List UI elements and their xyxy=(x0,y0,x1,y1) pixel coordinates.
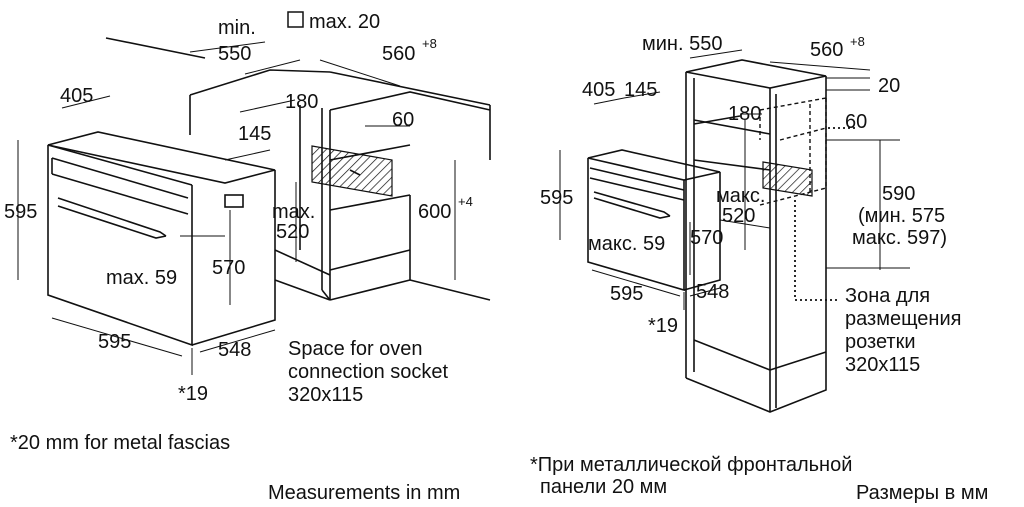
right-dim-maks-label: макс. xyxy=(716,185,765,207)
right-dim-180: 180 xyxy=(728,103,761,125)
right-socket-note-line1: Зона для xyxy=(845,285,931,307)
right-dim-min550: мин. 550 xyxy=(642,33,722,55)
left-socket-note-line2: connection socket xyxy=(288,361,449,383)
right-dim-20: 20 xyxy=(878,75,900,97)
right-socket-note: Зона для размещения розетки 320x115 xyxy=(845,285,961,377)
left-diagram: min. 550 max. 20 560 +8 405 180 145 60 5… xyxy=(4,11,491,405)
left-units-note: Measurements in mm xyxy=(268,482,461,504)
right-dim-520: 520 xyxy=(722,205,755,227)
left-dim-405: 405 xyxy=(60,85,93,107)
left-dim-60: 60 xyxy=(392,109,414,131)
right-dim-595-horizontal: 595 xyxy=(610,283,643,305)
left-dim-600: 600 xyxy=(418,201,451,223)
right-units-note: Размеры в мм xyxy=(856,482,989,504)
left-dim-570: 570 xyxy=(212,257,245,279)
right-dim-maks59: макс. 59 xyxy=(588,233,665,255)
left-dim-max59: max. 59 xyxy=(106,267,177,289)
right-socket-note-line2: размещения xyxy=(845,308,962,330)
left-dim-600-sup: +4 xyxy=(458,194,473,209)
left-cabinet xyxy=(105,37,491,301)
left-socket-note: Space for oven connection socket 320x115 xyxy=(288,338,448,407)
right-tall-cabinet xyxy=(685,59,827,413)
right-dimension-lines xyxy=(559,49,910,310)
right-dim-star19: *19 xyxy=(648,315,678,337)
right-dim-min575: (мин. 575 xyxy=(858,205,945,227)
right-socket-area xyxy=(762,161,813,197)
left-dim-min-label: min. xyxy=(218,17,256,39)
left-dim-548: 548 xyxy=(218,339,251,361)
left-fascia-note: *20 mm for metal fascias xyxy=(10,432,231,454)
right-dim-560-sup: +8 xyxy=(850,34,865,49)
right-dim-560: 560 xyxy=(810,39,843,61)
left-dim-max-label: max. xyxy=(272,201,315,223)
right-dim-60: 60 xyxy=(845,111,867,133)
right-socket-note-line3: розетки xyxy=(845,331,916,353)
left-dim-max20: max. 20 xyxy=(309,11,380,33)
left-dimension-lines xyxy=(17,41,456,375)
right-oven xyxy=(587,149,721,292)
left-oven xyxy=(47,131,276,347)
left-dim-595-vertical: 595 xyxy=(4,201,37,223)
left-dim-star19: *19 xyxy=(178,383,208,405)
left-dim-145: 145 xyxy=(238,123,271,145)
left-dim-595-horizontal: 595 xyxy=(98,331,131,353)
right-diagram: мин. 550 560 +8 20 405 145 180 60 595 ма… xyxy=(540,33,947,413)
right-dim-548: 548 xyxy=(696,281,729,303)
right-dim-590: 590 xyxy=(882,183,915,205)
left-dim-180: 180 xyxy=(285,91,318,113)
right-fascia-note-line1: *При металлической фронтальной xyxy=(530,454,853,476)
left-dim-560-sup: +8 xyxy=(422,36,437,51)
square-symbol xyxy=(287,11,304,28)
right-fascia-note-line2: панели 20 мм xyxy=(540,476,668,498)
left-dim-min550: 550 xyxy=(218,43,251,65)
left-socket-note-line1: Space for oven xyxy=(288,338,423,360)
right-dim-570: 570 xyxy=(690,227,723,249)
right-dim-maks597: макс. 597) xyxy=(852,227,947,249)
right-socket-note-line4: 320x115 xyxy=(845,354,921,376)
right-dim-405: 405 xyxy=(582,79,615,101)
left-dim-520: 520 xyxy=(276,221,309,243)
right-fascia-note: *При металлической фронтальной панели 20… xyxy=(530,454,852,498)
right-recess-dashed xyxy=(759,97,827,206)
left-dim-560: 560 xyxy=(382,43,415,65)
right-dim-595-vertical: 595 xyxy=(540,187,573,209)
right-dim-145: 145 xyxy=(624,79,657,101)
left-socket-note-line3: 320x115 xyxy=(288,384,364,406)
